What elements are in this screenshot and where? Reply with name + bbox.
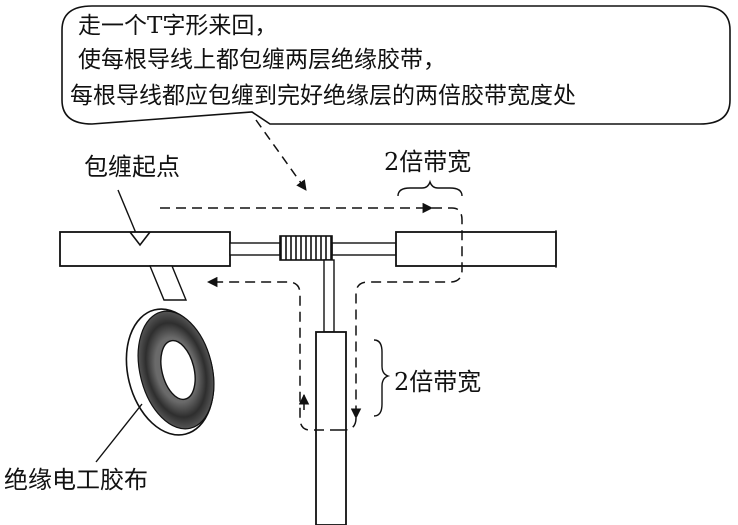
wrap-path-branch-bottom	[340, 417, 357, 431]
callout-pointer	[255, 119, 307, 191]
double-width-top-label: 2倍带宽	[384, 148, 471, 176]
start-notch	[129, 231, 151, 247]
callout-line-1: 走一个T字形来回，	[78, 13, 277, 39]
branch-winding-coil	[279, 235, 333, 261]
right-wire-insulation	[395, 231, 557, 267]
start-point-leader	[117, 189, 139, 239]
start-point-label: 包缠起点	[84, 153, 180, 181]
bare-conductor-left	[229, 242, 281, 256]
wrap-path-up	[206, 276, 340, 431]
branch-bare-conductor	[323, 259, 335, 333]
callout-line-2: 使每根导线上都包缠两层绝缘胶带，	[78, 47, 446, 73]
tape-label: 绝缘电工胶布	[4, 466, 148, 494]
double-width-right-brace	[373, 339, 391, 417]
tape-leader	[95, 403, 143, 463]
left-wire-insulation	[59, 231, 231, 267]
tape-strip	[148, 265, 188, 301]
branch-wire-insulation	[315, 331, 347, 525]
tape-roll	[125, 308, 215, 436]
double-width-right-label: 2倍带宽	[394, 368, 481, 396]
wrap-path-return	[350, 207, 463, 420]
callout-line-3: 每根导线都应包缠到完好绝缘层的两倍胶带宽度处	[70, 83, 576, 109]
callout-box	[61, 5, 731, 125]
bare-conductor-right	[331, 242, 397, 256]
double-width-top-brace	[397, 179, 463, 197]
